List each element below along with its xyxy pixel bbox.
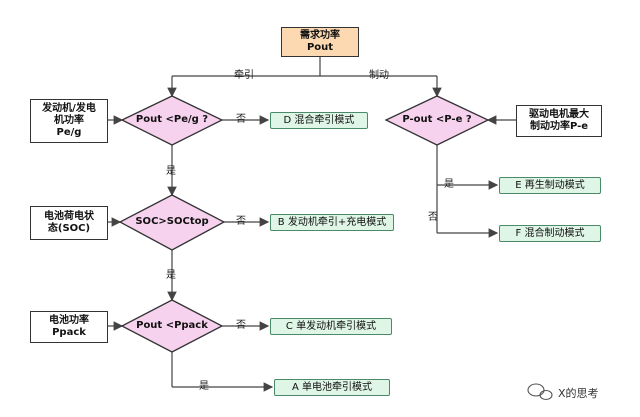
edge-label-d1-no: 否 (236, 114, 246, 125)
input-motor-line1: 驱动电机最大 (529, 109, 589, 120)
edge-label-d2-no: 否 (236, 216, 246, 227)
edge-label-d3-no: 否 (236, 320, 246, 331)
decision-shape-d2 (118, 194, 226, 251)
decision-d2-text: SOC>SOCtop (135, 216, 209, 227)
input-soc-line1: 电池荷电状 (44, 211, 94, 222)
decision-shape-d4 (384, 95, 490, 146)
branch-label-braking: 制动 (369, 70, 389, 81)
input-battery-power: 电池功率 Ppack (30, 311, 108, 343)
start-line2: Pout (306, 42, 334, 53)
mode-box-c-engine-only: C 单发动机牵引模式 (270, 318, 392, 335)
edge-label-d1-yes: 是 (166, 166, 176, 177)
edge-label-d3-yes: 是 (199, 381, 209, 392)
start-box-demand-power: 需求功率 Pout (281, 27, 359, 57)
decision-d1-text: Pout <Pe/g ? (135, 114, 209, 125)
start-line1: 需求功率 (300, 30, 340, 41)
input-motor-line2: 制动功率P-e (529, 121, 589, 132)
decision-d4-text: P-out <P-e ? (402, 114, 472, 125)
decision-shape-d3 (120, 299, 224, 353)
decision-d3-text: Pout <Ppack (136, 320, 208, 331)
mode-box-e-regen-brake: E 再生制动模式 (499, 177, 601, 194)
input-ppack-line2: Ppack (52, 327, 86, 338)
input-motor-brake-power: 驱动电机最大 制动功率P-e (516, 105, 602, 137)
input-engine-line2: 机功率 (54, 115, 84, 126)
edge-label-d4-no: 否 (428, 212, 438, 223)
input-engine-power: 发动机/发电 机功率 Pe/g (30, 99, 108, 143)
input-soc-line2: 态(SOC) (47, 223, 91, 234)
mode-box-a-battery-only: A 单电池牵引模式 (274, 379, 390, 396)
edge-label-d4-yes: 是 (444, 179, 454, 190)
watermark-text: X的思考 (558, 387, 599, 400)
input-engine-line1: 发动机/发电 (42, 103, 96, 114)
wechat-icon (527, 383, 553, 401)
input-engine-line3: Pe/g (56, 127, 82, 138)
mode-box-f-hybrid-brake: F 混合制动模式 (499, 225, 601, 242)
mode-box-b-engine-charge: B 发动机牵引+充电模式 (270, 214, 394, 231)
decision-shape-d1 (120, 95, 224, 146)
branch-label-traction: 牵引 (234, 70, 254, 81)
edge-label-d2-yes: 是 (166, 270, 176, 281)
mode-box-d-hybrid-traction: D 混合牵引模式 (270, 112, 368, 129)
input-battery-soc: 电池荷电状 态(SOC) (30, 206, 108, 240)
input-ppack-line1: 电池功率 (49, 315, 89, 326)
